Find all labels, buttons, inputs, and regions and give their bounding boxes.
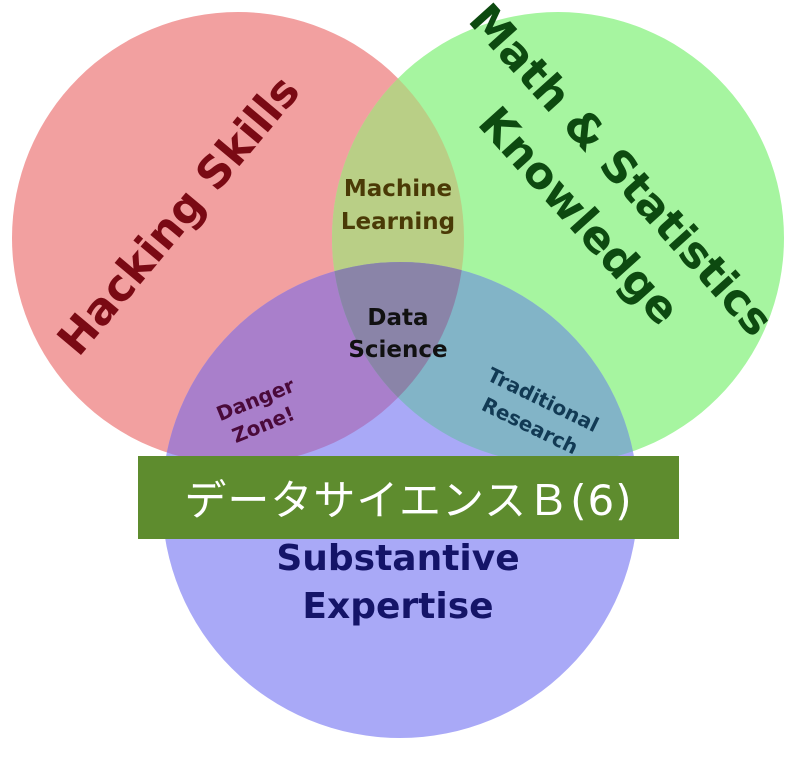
machine-learning-label-line1: Machine [344,176,452,202]
data-science-label-line1: Data [367,305,428,331]
substantive-expertise-label-line1: Substantive [276,538,519,579]
page-title: データサイエンスＢ(6) [184,476,633,525]
traditional-research-region [332,262,638,464]
danger-zone-region [162,262,464,464]
title-banner: データサイエンスＢ(6) [138,456,679,539]
machine-learning-label-line2: Learning [341,209,455,235]
data-science-label-line2: Science [348,337,447,363]
substantive-expertise-label-line2: Expertise [302,586,493,627]
